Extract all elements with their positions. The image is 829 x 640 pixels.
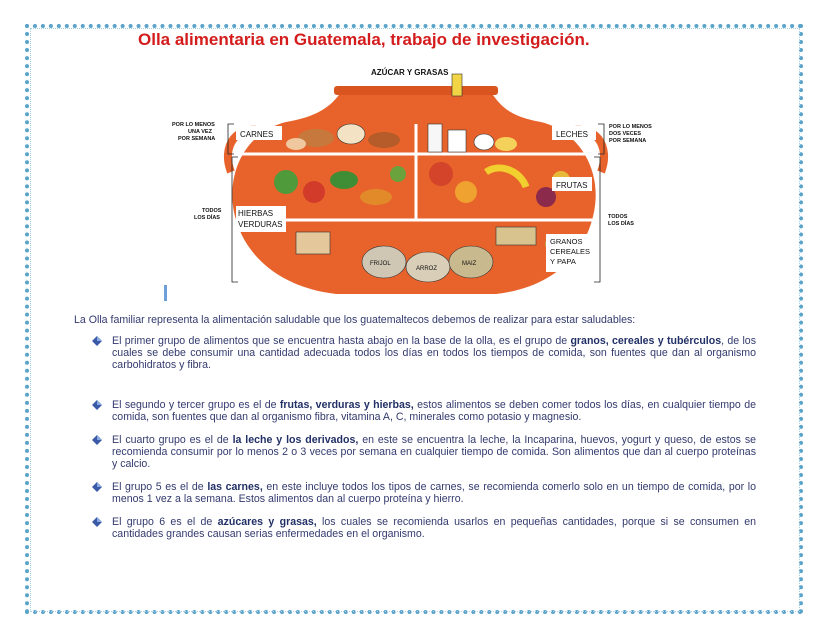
item-text-pre: El cuarto grupo es el de xyxy=(112,434,233,446)
item-text-post: en este se encuentra la leche, la Incapa… xyxy=(112,434,757,470)
note-right-mid-1: TODOS xyxy=(608,214,628,220)
item-text-bold: frutas, verduras y hierbas, xyxy=(279,399,414,411)
blue-diamond-bullet-icon xyxy=(92,400,102,410)
vegetable-foods xyxy=(274,166,406,205)
note-left-top-3: POR SEMANA xyxy=(178,136,215,142)
oil-bottle xyxy=(451,73,463,97)
page-title: Olla alimentaria en Guatemala, trabajo d… xyxy=(138,30,590,49)
label-carnes: CARNES xyxy=(240,130,273,139)
note-right-top-2: DOS VECES xyxy=(609,131,641,137)
sack-label-maiz: MAIZ xyxy=(462,261,477,267)
bracket-right-mid xyxy=(594,156,601,283)
list-item: El grupo 5 es el de las carnes, en este … xyxy=(92,481,756,505)
note-right-top-1: POR LO MENOS xyxy=(609,124,652,130)
list-item: El segundo y tercer grupo es el de fruta… xyxy=(92,399,756,423)
item-text-post: , de los cuales se debe consumir una can… xyxy=(112,335,756,371)
item-text-pre: El segundo y tercer grupo es el de xyxy=(112,399,280,411)
olla-alimentaria-figure: FRIJOL ARROZ MAIZ AZÚCAR Y GRASAS CARNES… xyxy=(172,68,652,294)
bracket-right-top xyxy=(598,123,605,155)
meat-foods xyxy=(286,123,400,150)
text-cursor-mark xyxy=(164,285,167,301)
note-right-top-3: POR SEMANA xyxy=(609,138,646,144)
item-text-post: los cuales se recomienda usarlos en pequ… xyxy=(112,516,756,540)
blue-diamond-bullet-icon xyxy=(92,482,102,492)
item-text-bold: las carnes, xyxy=(207,481,263,493)
label-cereales: CEREALES xyxy=(550,247,590,256)
item-text-post: en este incluye todos los tipos de carne… xyxy=(112,481,757,505)
item-text-pre: El grupo 6 es el de xyxy=(112,516,218,528)
label-azucar-grasas: AZÚCAR Y GRASAS xyxy=(371,68,449,77)
item-text-bold: azúcares y grasas, xyxy=(217,516,317,528)
sack-label-arroz: ARROZ xyxy=(416,266,437,272)
bracket-left-top xyxy=(227,123,234,155)
label-verduras: VERDURAS xyxy=(238,220,282,229)
item-text-bold: granos, cereales y tubérculos xyxy=(570,335,722,347)
blue-diamond-bullet-icon xyxy=(92,517,102,527)
intro-paragraph: La Olla familiar representa la alimentac… xyxy=(74,314,636,326)
item-text-bold: la leche y los derivados, xyxy=(232,434,359,446)
note-left-top-1: POR LO MENOS xyxy=(172,122,215,128)
blue-diamond-bullet-icon xyxy=(92,435,102,445)
item-text-pre: El primer grupo de alimentos que se encu… xyxy=(112,335,571,347)
page-border-inner xyxy=(30,28,800,612)
label-granos: GRANOS xyxy=(550,237,583,246)
dairy-foods xyxy=(427,123,517,153)
sack-label-frijol: FRIJOL xyxy=(370,261,391,267)
note-left-mid-1: TODOS xyxy=(202,208,222,214)
bracket-left-mid xyxy=(231,156,238,283)
note-right-mid-2: LOS DÍAS xyxy=(608,219,634,227)
page-border xyxy=(25,24,803,614)
blue-diamond-bullet-icon xyxy=(92,336,102,346)
label-leches: LECHES xyxy=(556,130,588,139)
pot-neck xyxy=(286,92,541,122)
label-papa: Y PAPA xyxy=(550,257,576,266)
pot-rim xyxy=(334,86,498,95)
food-groups-list: El primer grupo de alimentos que se encu… xyxy=(92,335,756,540)
note-left-top-2: UNA VEZ xyxy=(188,129,213,135)
list-item: El grupo 6 es el de azúcares y grasas, l… xyxy=(92,516,756,540)
item-text-pre: El grupo 5 es el de xyxy=(112,481,208,493)
list-item: El cuarto grupo es el de la leche y los … xyxy=(92,434,756,470)
note-left-mid-2: LOS DÍAS xyxy=(194,213,220,221)
label-hierbas: HIERBAS xyxy=(238,209,273,218)
item-text-post: estos alimentos se deben comer todos los… xyxy=(112,399,756,423)
label-frutas: FRUTAS xyxy=(556,181,587,190)
list-item: El primer grupo de alimentos que se encu… xyxy=(92,335,756,371)
